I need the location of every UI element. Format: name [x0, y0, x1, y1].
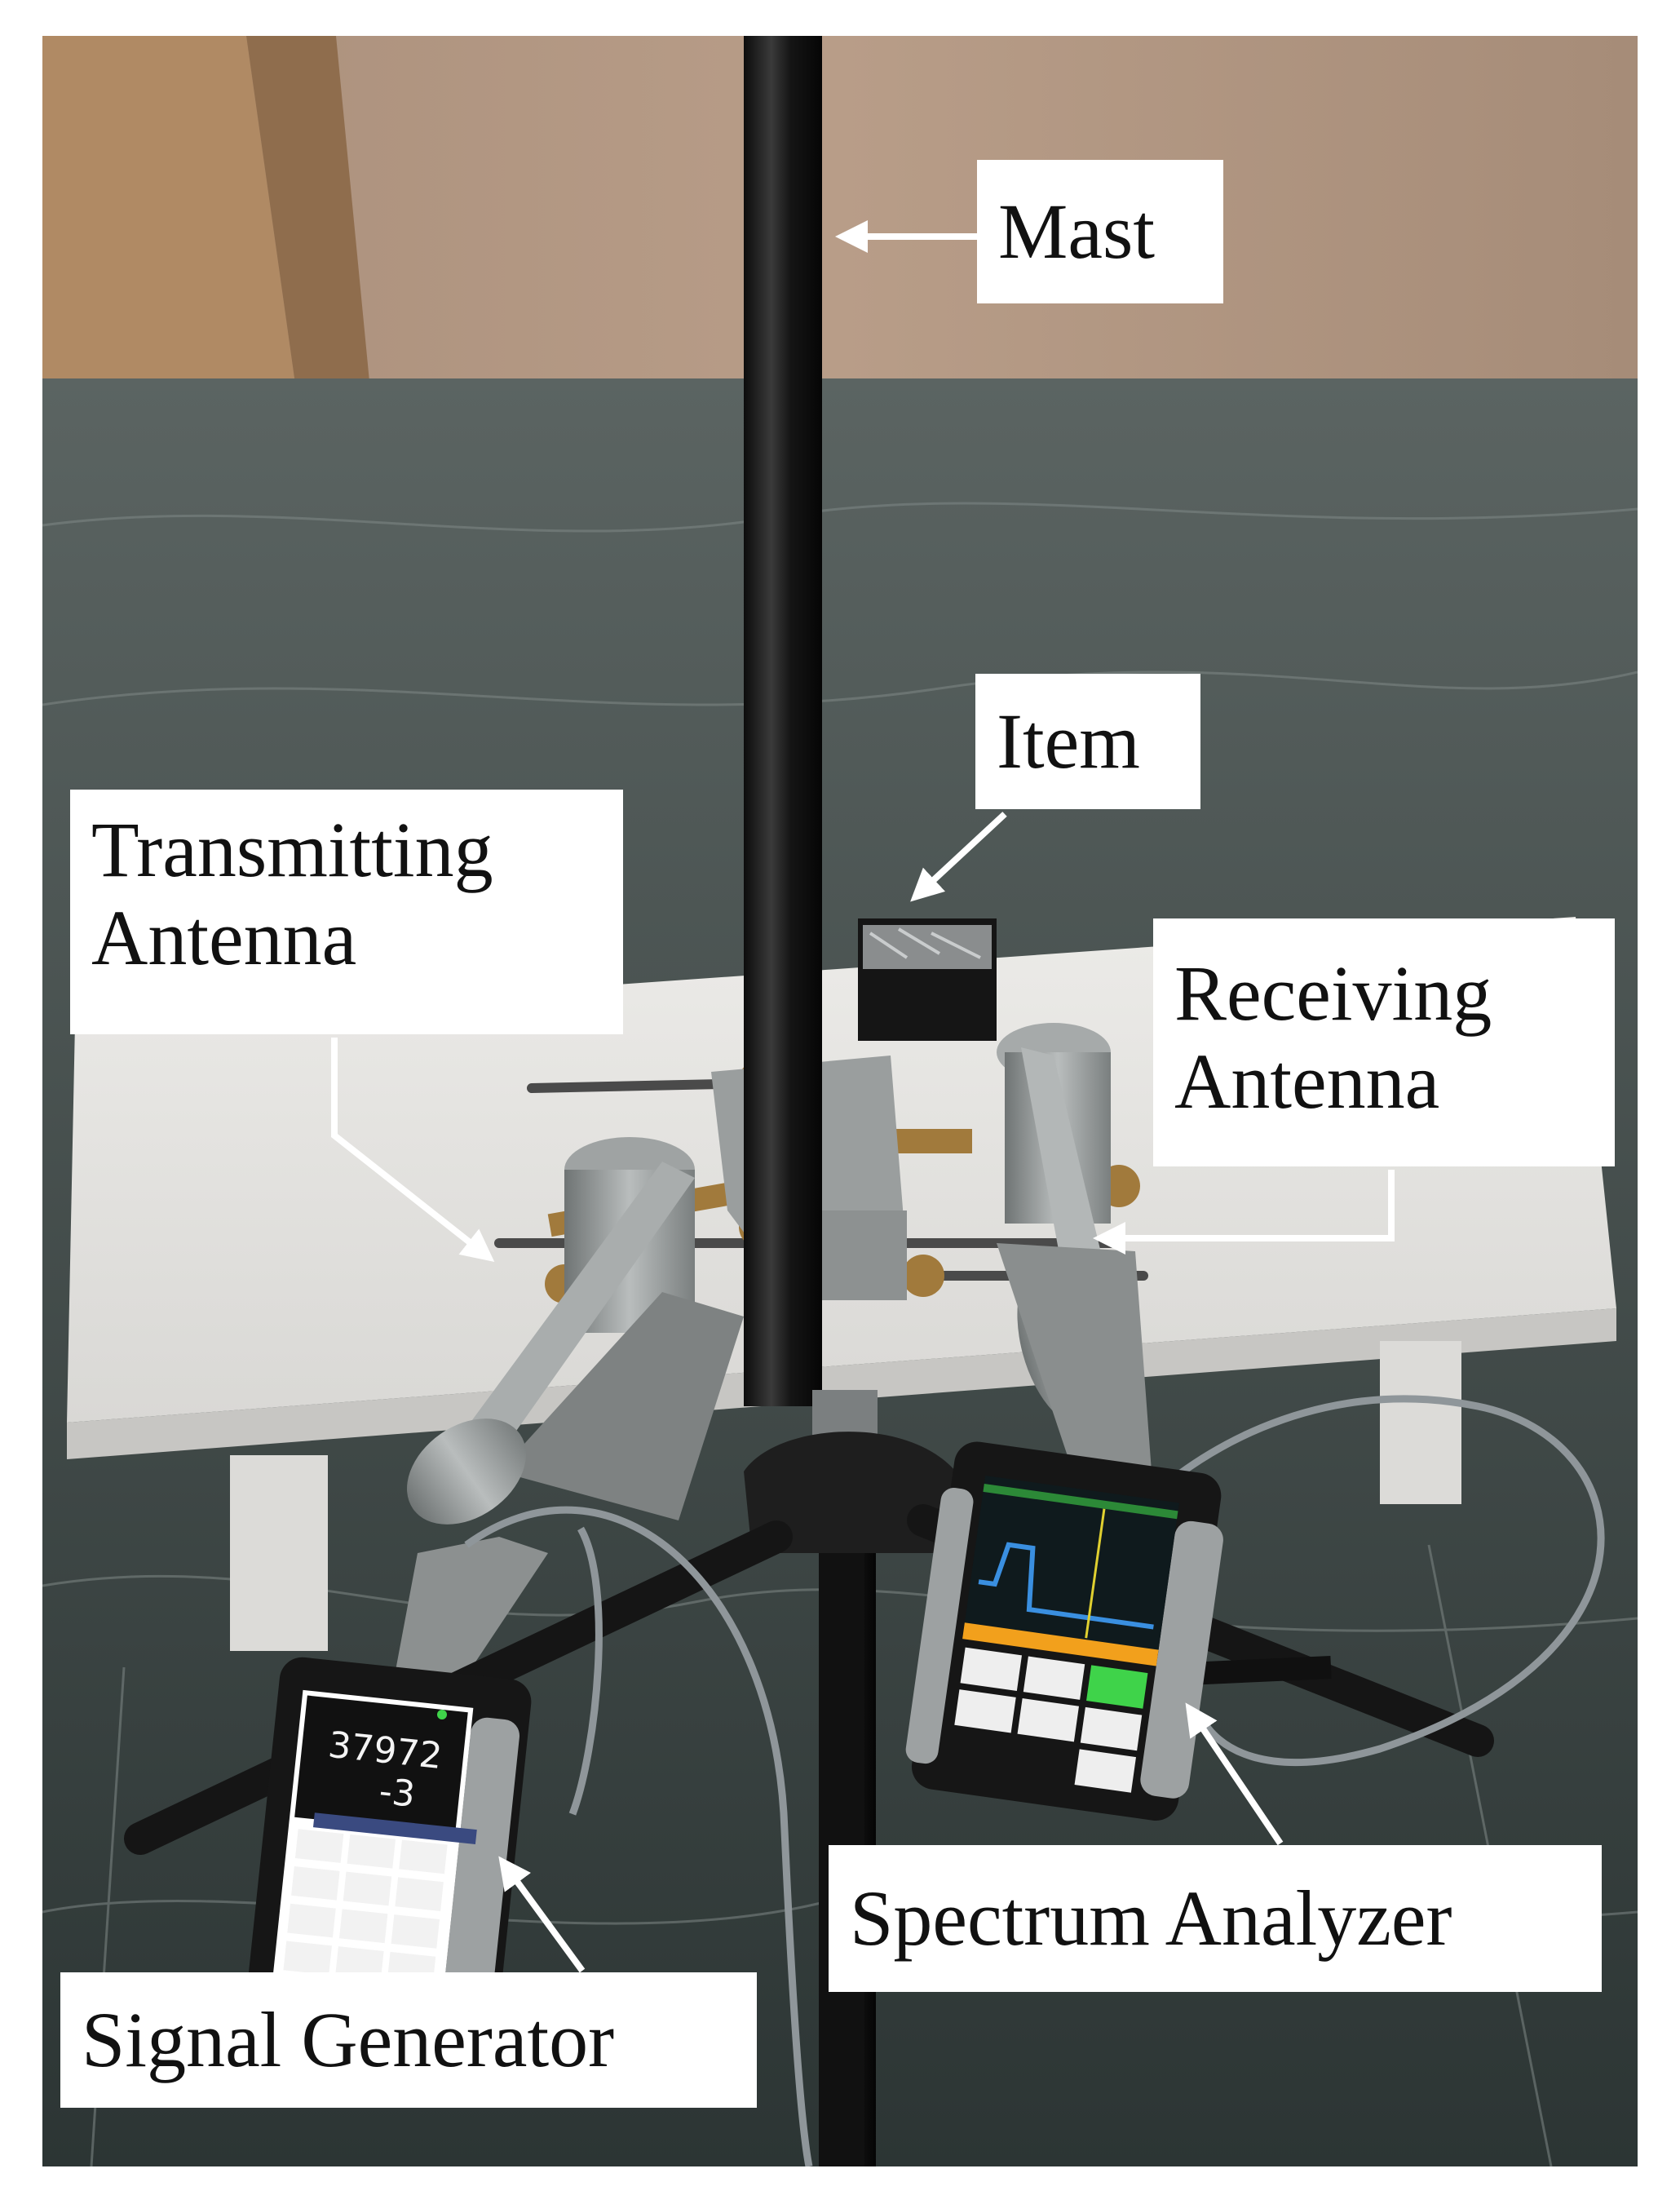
label-spectrum-analyzer: Spectrum Analyzer	[829, 1845, 1602, 1992]
arrow-receiving	[1093, 1170, 1395, 1255]
table-leg-left	[230, 1455, 328, 1651]
cables	[464, 1395, 1605, 2166]
arrow-transmitting	[331, 1038, 495, 1262]
label-receiving-antenna: Receiving Antenna	[1153, 918, 1615, 1166]
transmitting-antenna	[393, 1137, 744, 1700]
arrow-signal	[498, 1856, 586, 1973]
receiving-antenna	[997, 1023, 1152, 1488]
table-edge	[67, 1308, 1616, 1459]
spectrum-analyzer-device	[905, 1441, 1223, 1821]
table-leg-right	[1380, 1341, 1461, 1504]
mast	[744, 36, 822, 1406]
arrow-spectrum	[1185, 1702, 1284, 1846]
label-item: Item	[975, 674, 1200, 809]
label-mast: Mast	[977, 160, 1223, 303]
label-transmitting-antenna: Transmitting Antenna	[70, 790, 623, 1034]
arrow-item	[910, 812, 1007, 902]
label-signal-generator: Signal Generator	[60, 1972, 757, 2108]
sg-readout-2: -3	[377, 1771, 417, 1816]
signal-generator-device	[246, 1657, 532, 2037]
annotation-arrows	[331, 220, 1395, 1973]
